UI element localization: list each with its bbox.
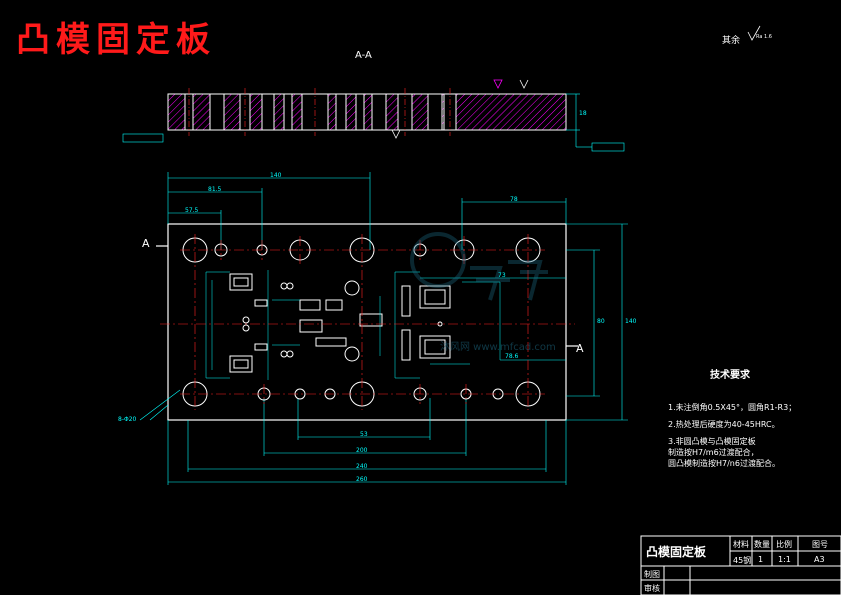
dim-140: 140 [270,172,282,179]
dim-260: 260 [356,476,368,483]
title-block-drawing-no-value: A3 [814,555,825,564]
tech-req-item: 1.未注倒角0.5X45°，圆角R1-R3； [668,403,797,412]
title-block-drawn-label: 制图 [644,570,660,579]
dim-73: 73 [498,272,506,279]
tech-req-item: 圆凸模制造按H7/n6过渡配合。 [668,459,780,468]
rest-roughness-value: Ra 1.6 [756,34,772,40]
dim-53: 53 [360,431,368,438]
section-thickness-dim: 18 [579,110,587,117]
dim-81-5: 81.5 [208,186,222,193]
title-block-checked-label: 审核 [644,584,660,593]
title-block-material-value: 45钢 [733,556,752,565]
title-block-scale-value: 1:1 [778,555,791,564]
dim-57-5: 57.5 [185,207,199,214]
drawing-title: 凸模固定板 [16,20,216,60]
plan-view [139,172,628,485]
title-block-material-label: 材料 [733,540,749,549]
tech-req-item: 制造按H7/m6过渡配合， [668,448,759,457]
dim-240: 240 [356,463,368,470]
dim-78-6: 78.6 [505,353,519,360]
dim-140-vertical: 140 [625,318,637,325]
section-view [122,79,625,152]
title-block-drawing-no-label: 图号 [812,540,828,549]
section-label: A-A [355,50,372,61]
hole-note: 8-Φ20 [118,416,137,423]
title-block-quantity-value: 1 [758,555,764,564]
title-block-part-name: 凸模固定板 [646,545,707,559]
dim-78: 78 [510,196,518,203]
tech-req-item: 3.非圆凸模与凸模固定板 [668,437,756,446]
dim-80-vertical: 80 [597,318,605,325]
title-block-scale-label: 比例 [776,540,792,549]
tech-req-heading: 技术要求 [710,370,750,381]
section-marker-left: A [142,237,150,250]
roughness-symbol [747,25,761,41]
title-block-quantity-label: 数量 [754,540,770,549]
title-block [640,535,841,595]
dim-200: 200 [356,447,368,454]
watermark: 沐风网 www.mfcad.com [440,342,556,353]
rest-roughness-label: 其余 [722,36,741,46]
section-marker-right: A [576,342,584,355]
tech-req-item: 2.热处理后硬度为40-45HRC。 [668,420,780,429]
